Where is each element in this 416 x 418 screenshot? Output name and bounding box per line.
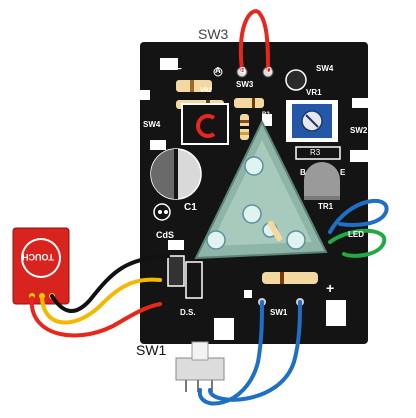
sw1-push-switch [175,341,225,392]
sw1-title: SW1 [136,342,167,358]
sw4-component [181,103,229,145]
yellow-wire [40,277,162,325]
r3-resistor [295,146,341,160]
tr-b-label: B [300,168,306,177]
cds-sensor [167,240,203,299]
pin-c-label: C [266,66,272,75]
cds-label: CdS [156,230,174,240]
touch-module [12,227,70,305]
tr1-label: TR1 [318,202,334,211]
r2-resistor [240,114,272,140]
small-capacitor [153,203,171,221]
pin-b-label: B [240,66,246,75]
led-1 [244,156,264,176]
black-wire [50,254,170,313]
led-3 [206,230,226,250]
sw2-label: SW2 [350,126,368,135]
r2-label: R2 [262,112,270,118]
touch-label: TOUCH [22,252,54,262]
blue-wire-sw1-b [208,300,302,402]
red-wire [29,296,162,338]
sw3-terminals [213,9,274,78]
c1-label: C1 [184,202,197,213]
tr-e-label: E [340,168,346,177]
r3-label: R3 [310,148,321,157]
vr1-label: VR1 [306,88,322,97]
red-jumper-wire [238,9,270,72]
sw4-top-label: SW4 [316,64,334,73]
sw1-pads [258,272,318,306]
sw1-silk-label: SW1 [270,308,288,317]
c1-capacitor [150,148,202,200]
sw3-title: SW3 [198,26,229,42]
tr1-transistor [304,162,340,200]
led-label: LED [348,230,364,239]
vr2-label: VR2 [200,88,212,94]
sw3-silk-label: SW3 [236,80,254,89]
led-4 [286,230,306,250]
blue-wire-sw1-a [197,300,264,406]
ds-label: D.S. [180,308,196,317]
plus-label: + [326,280,335,296]
vr1-potentiometer [286,100,338,142]
blue-wire-right [328,198,389,234]
pin-a-label: A [215,66,221,75]
green-wire-right [328,228,387,258]
sw4-left-label: SW4 [143,120,161,129]
led-2 [242,204,262,224]
minus-label: − [176,64,182,75]
led-reflector [194,119,328,260]
